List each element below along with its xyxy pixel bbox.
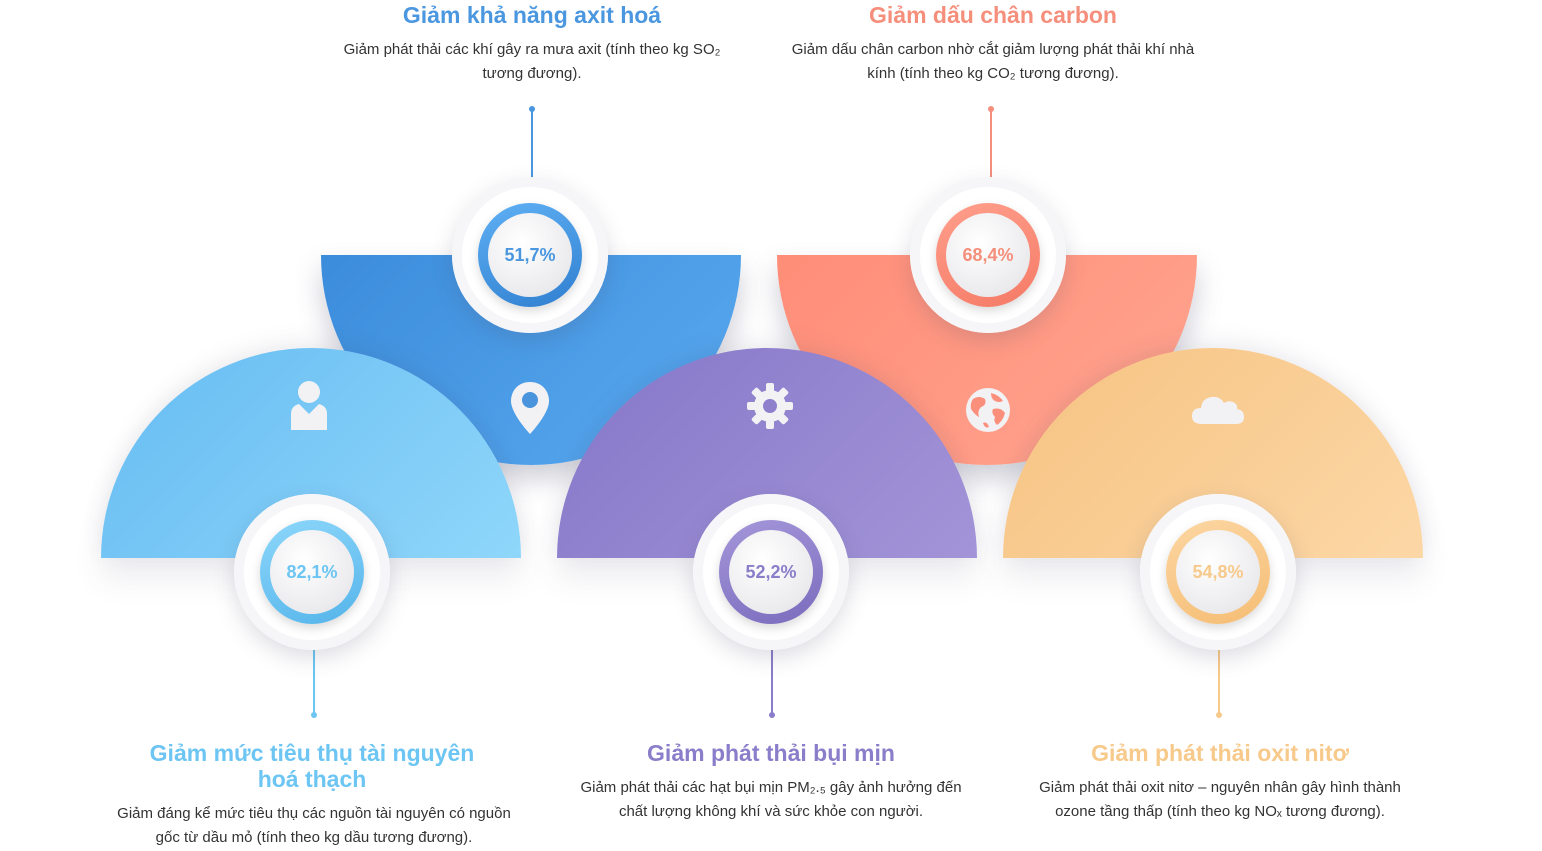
description-line: gốc từ dầu mỏ (tính theo kg dầu tương đư… <box>155 829 473 846</box>
map-pin-icon <box>511 382 549 434</box>
title-line: Giảm mức tiêu thụ tài nguyên <box>149 740 475 766</box>
cloud-icon <box>1192 396 1244 424</box>
description-line: chất lượng không khí và sức khỏe con ngư… <box>618 803 924 820</box>
description-line: Giảm phát thải oxit nitơ – nguyên nhân g… <box>1039 779 1401 796</box>
connector-line <box>531 109 533 184</box>
value-ring: 52,2% <box>719 520 823 624</box>
connector-line <box>313 620 315 714</box>
value-ring: 82,1% <box>260 520 364 624</box>
value-ring: 68,4% <box>936 203 1040 307</box>
connector-line <box>771 620 773 714</box>
description-line: Giảm đáng kể mức tiêu thụ các nguồn tài … <box>117 805 511 822</box>
title-line: hoá thạch <box>257 766 367 792</box>
description-line: Giảm phát thải các hạt bụi mịn PM₂.₅ gây… <box>580 779 962 796</box>
value-label: 52,2% <box>729 530 813 614</box>
description-line: ozone tầng thấp (tính theo kg NOₓ tương … <box>1055 803 1385 820</box>
globe-icon <box>966 388 1010 432</box>
item-description: Giảm dấu chân carbon nhờ cắt giảm lượng … <box>773 38 1213 86</box>
item-title: Giảm mức tiêu thụ tài nguyên hoá thạch <box>112 740 512 792</box>
item-description: Giảm đáng kể mức tiêu thụ các nguồn tài … <box>92 802 536 850</box>
item-title: Giảm dấu chân carbon <box>869 2 1117 28</box>
value-label: 54,8% <box>1176 530 1260 614</box>
description-line: kính (tính theo kg CO₂ tương đương). <box>867 65 1119 82</box>
connector-line <box>990 109 992 203</box>
description-line: Giảm phát thải các khí gây ra mưa axit (… <box>343 41 721 58</box>
item-title: Giảm phát thải bụi mịn <box>647 740 895 766</box>
connector-dot <box>769 712 775 718</box>
value-label: 68,4% <box>946 213 1030 297</box>
gear-icon <box>747 383 793 429</box>
item-description: Giảm phát thải các hạt bụi mịn PM₂.₅ gây… <box>556 776 986 824</box>
connector-dot <box>311 712 317 718</box>
user-icon <box>291 381 327 430</box>
connector-line <box>1218 620 1220 714</box>
value-label: 82,1% <box>270 530 354 614</box>
item-description: Giảm phát thải các khí gây ra mưa axit (… <box>322 38 742 86</box>
item-title: Giảm phát thải oxit nitơ <box>1091 740 1349 766</box>
value-label: 51,7% <box>488 213 572 297</box>
value-ring: 51,7% <box>478 203 582 307</box>
description-line: tương đương). <box>482 65 582 82</box>
item-title: Giảm khả năng axit hoá <box>402 2 662 28</box>
item-description: Giảm phát thải oxit nitơ – nguyên nhân g… <box>1010 776 1430 824</box>
value-ring: 54,8% <box>1166 520 1270 624</box>
description-line: Giảm dấu chân carbon nhờ cắt giảm lượng … <box>791 41 1195 58</box>
connector-dot <box>1216 712 1222 718</box>
